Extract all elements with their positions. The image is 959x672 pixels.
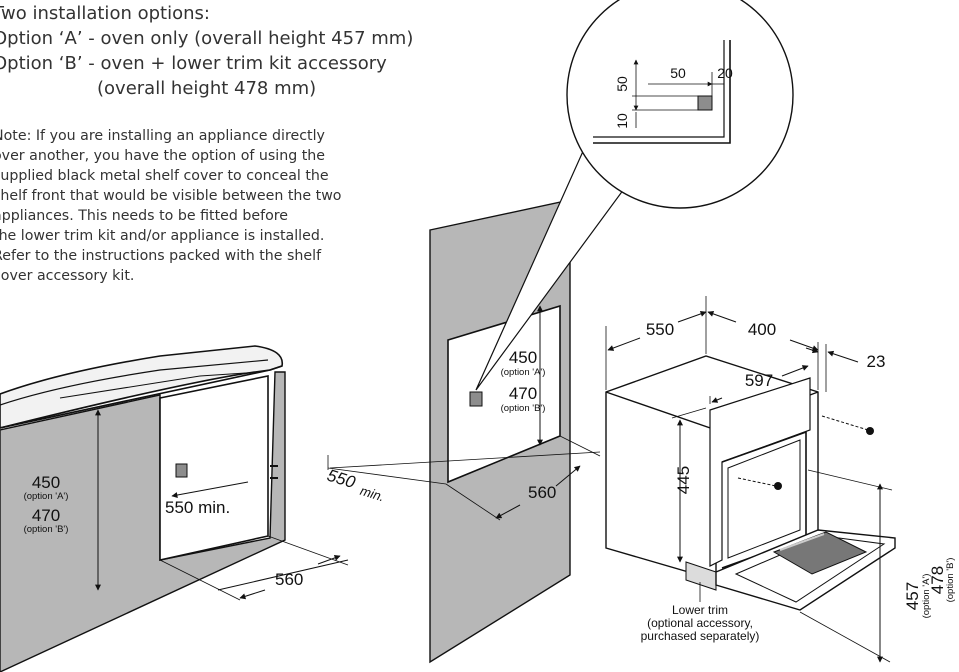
fixing-screw-icon (737, 477, 782, 490)
intro-heading: Two installation options: (0, 3, 210, 24)
under-counter-labels: 450 (option 'A') 470 (option 'B') 550 mi… (24, 473, 304, 589)
installation-options-text: Two installation options: Option ‘A’ - o… (0, 1, 413, 101)
oven-depth-400: 400 (748, 320, 776, 339)
min-depth-value: 550 min. (165, 498, 230, 517)
min-suffix: min. (358, 483, 386, 505)
lower-trim-note-1: (optional accessory, (647, 616, 753, 630)
oven-option-a-label: (option 'A') (921, 574, 932, 619)
option-a-label: (option 'A') (501, 367, 546, 378)
oven-width-597: 597 (745, 371, 773, 390)
height-option-a-value: 450 (509, 348, 537, 367)
detail-horizontal-50: 50 (670, 65, 686, 81)
detail-vertical-50: 50 (614, 76, 630, 92)
detail-vertical-10: 10 (614, 113, 630, 129)
lower-trim (685, 561, 717, 591)
oven-height-445: 445 (674, 466, 693, 494)
height-option-a-value: 450 (32, 473, 60, 492)
fixing-screw-icon (821, 415, 874, 435)
option-b-height: (overall height 478 mm) (97, 78, 317, 99)
note-line: Refer to the instructions packed with th… (0, 248, 322, 264)
detail-bracket (697, 95, 713, 111)
note-line: the lower trim kit and/or appliance is i… (0, 228, 325, 244)
detail-horizontal-20: 20 (717, 65, 733, 81)
oven-option-b-label: (option 'B') (945, 558, 956, 603)
width-value: 560 (528, 483, 556, 502)
height-option-b-value: 470 (509, 384, 537, 403)
oven-height-478: 478 (928, 566, 947, 594)
option-a-description: Option ‘A’ - oven only (overall height 4… (0, 28, 414, 49)
note-line: cover accessory kit. (0, 268, 135, 284)
lower-trim-note-2: purchased separately) (641, 629, 760, 643)
built-in-oven (605, 296, 896, 663)
depth-dimension-line (171, 481, 249, 498)
under-counter-installation (0, 345, 349, 672)
note-line: shelf front that would be visible betwee… (0, 188, 342, 204)
fixing-bracket (469, 391, 483, 407)
note-line: Note: If you are installing an appliance… (0, 128, 325, 144)
option-b-description: Option ‘B’ - oven + lower trim kit acces… (0, 53, 387, 74)
note-line: over another, you have the option of usi… (0, 148, 326, 164)
worktop (0, 345, 284, 429)
oven-offset-23: 23 (867, 352, 886, 371)
option-a-label: (option 'A') (24, 491, 69, 502)
note-line: supplied black metal shelf cover to conc… (0, 168, 329, 184)
note-line: appliances. This needs to be fitted befo… (0, 208, 289, 224)
column-labels: 450 (option 'A') 470 (option 'B') 550 mi… (325, 348, 557, 505)
oven-labels: 550 400 23 597 445 457 (option 'A') 478 … (641, 320, 956, 643)
option-b-label: (option 'B') (501, 403, 546, 414)
detail-circle (566, 0, 794, 209)
shelf-cover-note: Note: If you are installing an appliance… (0, 126, 341, 286)
fixing-bracket (175, 463, 188, 478)
min-depth-value: 550 (325, 466, 358, 493)
detail-magnifier (566, 0, 794, 209)
option-b-label: (option 'B') (24, 524, 69, 535)
width-value: 560 (275, 570, 303, 589)
oven-depth-550: 550 (646, 320, 674, 339)
height-option-b-value: 470 (32, 506, 60, 525)
lower-trim-label: Lower trim (672, 603, 728, 617)
oven-height-457: 457 (903, 582, 922, 610)
detail-labels: 50 50 20 10 (614, 65, 733, 129)
